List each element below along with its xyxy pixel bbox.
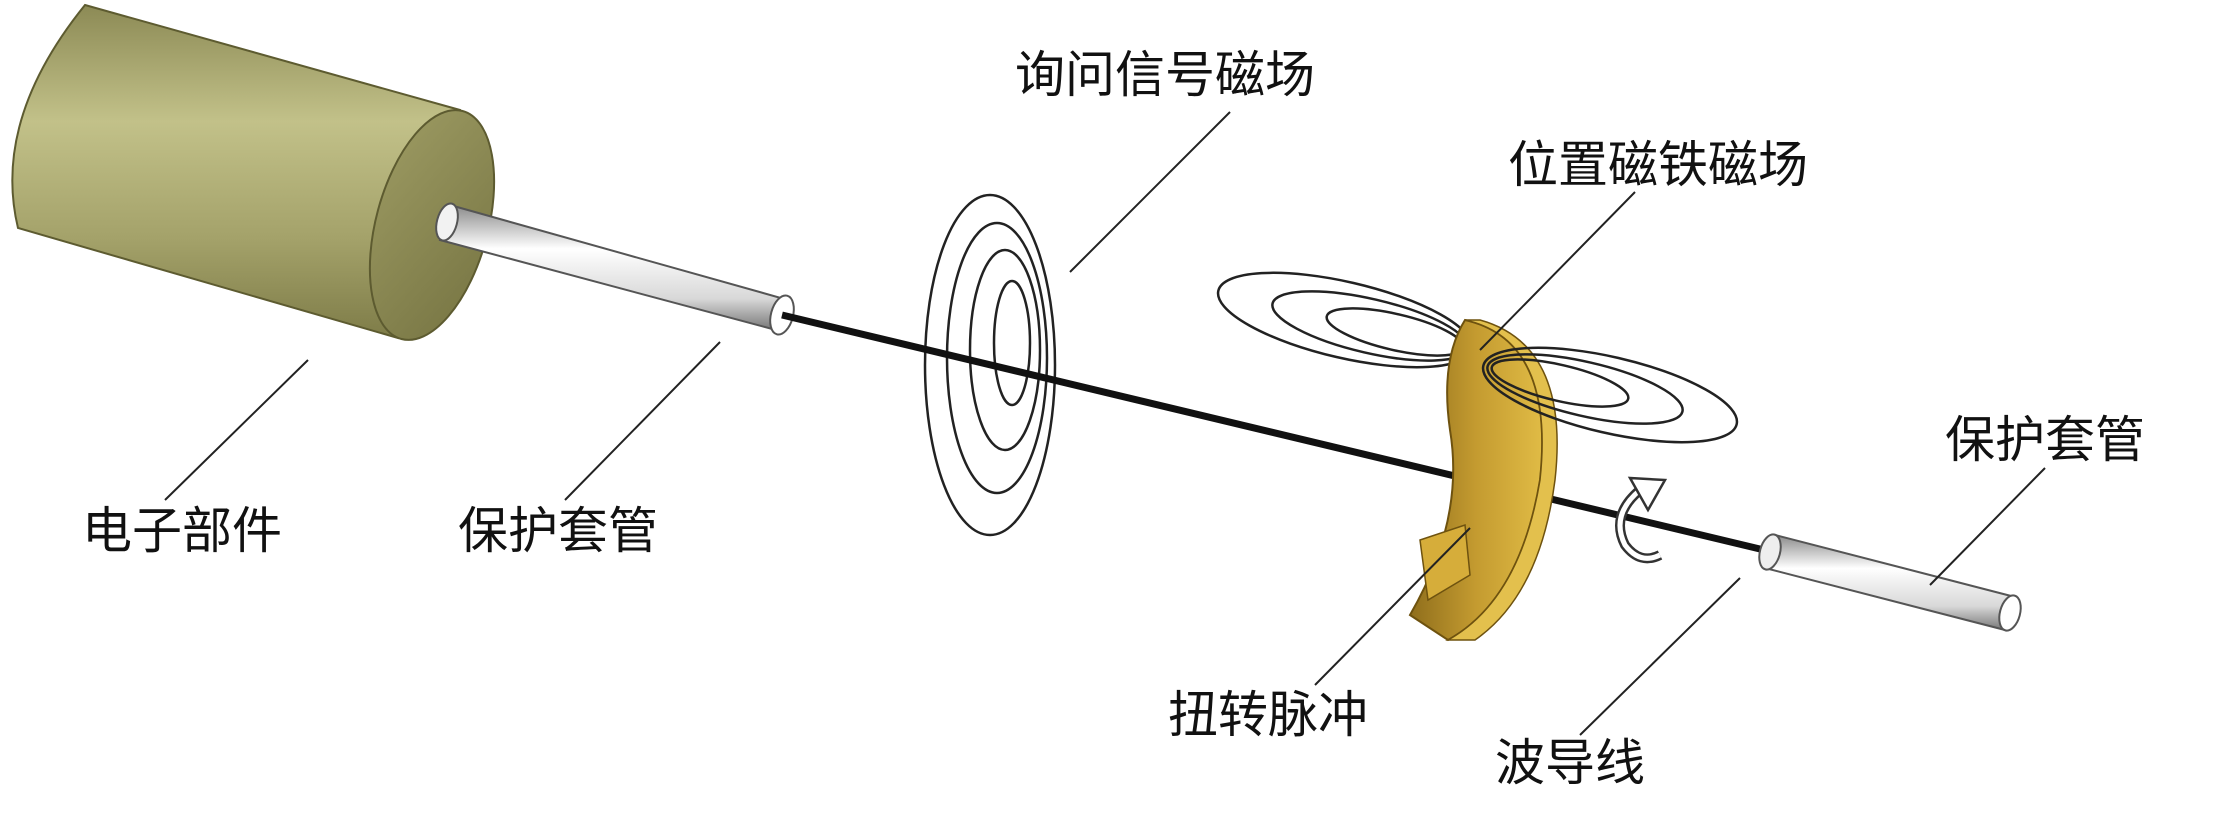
label-protective-sleeve-left: 保护套管 [458, 502, 658, 560]
leader-magnet-field [1479, 191, 1636, 351]
interrogation-field-rings [923, 193, 1057, 537]
protective-sleeve-right [1758, 533, 2022, 632]
label-torsion-pulse: 扭转脉冲 [1168, 686, 1368, 744]
leader-waveguide [1579, 577, 1741, 736]
label-magnet-field: 位置磁铁磁场 [1508, 136, 1808, 194]
leader-lines [164, 111, 2046, 736]
leader-sleeve-right [1929, 467, 2046, 586]
protective-sleeve-left [435, 202, 795, 336]
waveguide-wire [781, 311, 1786, 559]
label-waveguide: 波导线 [1495, 734, 1645, 792]
leader-torsion [1314, 527, 1471, 686]
leader-sleeve-left [564, 341, 721, 501]
leader-interrogation [1069, 111, 1231, 273]
label-interrogation-field: 询问信号磁场 [1015, 46, 1315, 104]
position-magnet [1408, 318, 1558, 642]
leader-electronics [164, 359, 309, 501]
label-electronics: 电子部件 [82, 502, 282, 560]
magnet-field-loops-right [1481, 346, 1739, 444]
magnet-field-loops-left [1216, 271, 1474, 369]
label-protective-sleeve-right: 保护套管 [1945, 411, 2145, 469]
torsion-arrow-icon [1615, 476, 1668, 564]
electronics-housing [11, 3, 496, 341]
